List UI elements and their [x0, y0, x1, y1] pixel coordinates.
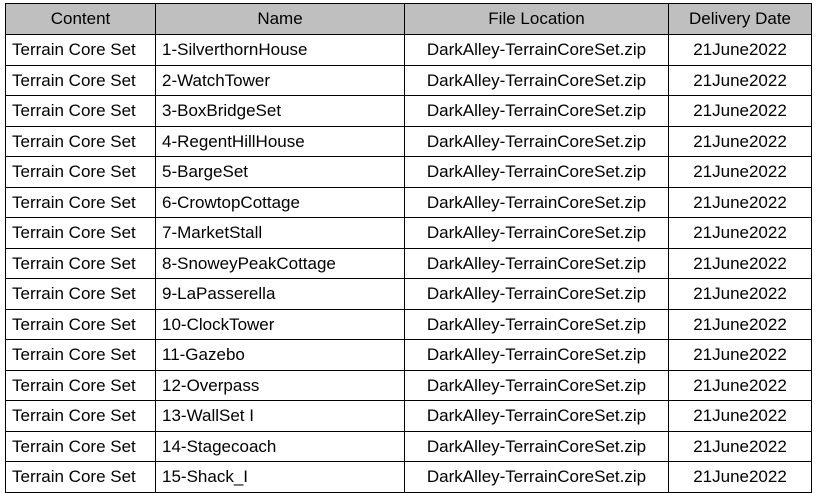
cell-date: 21June2022	[668, 369, 812, 401]
cell-content: Terrain Core Set	[5, 186, 156, 218]
cell-date: 21June2022	[668, 95, 812, 127]
cell-content: Terrain Core Set	[5, 461, 156, 493]
cell-content: Terrain Core Set	[5, 64, 156, 96]
cell-date: 21June2022	[668, 186, 812, 218]
cell-date: 21June2022	[668, 247, 812, 279]
delivery-table-container: Content Name File Location Delivery Date…	[5, 3, 812, 493]
cell-location: DarkAlley-TerrainCoreSet.zip	[404, 125, 669, 157]
cell-date: 21June2022	[668, 125, 812, 157]
cell-date: 21June2022	[668, 400, 812, 432]
cell-location: DarkAlley-TerrainCoreSet.zip	[404, 308, 669, 340]
cell-location: DarkAlley-TerrainCoreSet.zip	[404, 217, 669, 249]
column-header-date[interactable]: Delivery Date	[668, 3, 812, 35]
cell-date: 21June2022	[668, 461, 812, 493]
cell-date: 21June2022	[668, 430, 812, 462]
cell-location: DarkAlley-TerrainCoreSet.zip	[404, 186, 669, 218]
cell-name: 11-Gazebo	[155, 339, 405, 371]
cell-location: DarkAlley-TerrainCoreSet.zip	[404, 64, 669, 96]
cell-date: 21June2022	[668, 156, 812, 188]
cell-date: 21June2022	[668, 217, 812, 249]
cell-content: Terrain Core Set	[5, 125, 156, 157]
cell-location: DarkAlley-TerrainCoreSet.zip	[404, 369, 669, 401]
cell-name: 2-WatchTower	[155, 64, 405, 96]
cell-content: Terrain Core Set	[5, 95, 156, 127]
cell-name: 12-Overpass	[155, 369, 405, 401]
cell-location: DarkAlley-TerrainCoreSet.zip	[404, 156, 669, 188]
cell-location: DarkAlley-TerrainCoreSet.zip	[404, 430, 669, 462]
cell-name: 15-Shack_I	[155, 461, 405, 493]
cell-name: 13-WallSet I	[155, 400, 405, 432]
cell-date: 21June2022	[668, 308, 812, 340]
cell-content: Terrain Core Set	[5, 369, 156, 401]
cell-content: Terrain Core Set	[5, 217, 156, 249]
cell-name: 10-ClockTower	[155, 308, 405, 340]
cell-content: Terrain Core Set	[5, 156, 156, 188]
cell-name: 1-SilverthornHouse	[155, 34, 405, 66]
column-header-content[interactable]: Content	[5, 3, 156, 35]
cell-content: Terrain Core Set	[5, 339, 156, 371]
cell-content: Terrain Core Set	[5, 400, 156, 432]
column-header-name[interactable]: Name	[155, 3, 405, 35]
cell-date: 21June2022	[668, 278, 812, 310]
cell-location: DarkAlley-TerrainCoreSet.zip	[404, 34, 669, 66]
cell-date: 21June2022	[668, 34, 812, 66]
cell-content: Terrain Core Set	[5, 430, 156, 462]
cell-content: Terrain Core Set	[5, 278, 156, 310]
cell-name: 5-BargeSet	[155, 156, 405, 188]
column-header-location[interactable]: File Location	[404, 3, 669, 35]
cell-location: DarkAlley-TerrainCoreSet.zip	[404, 95, 669, 127]
cell-name: 9-LaPasserella	[155, 278, 405, 310]
delivery-table: Content Name File Location Delivery Date…	[5, 3, 812, 493]
cell-location: DarkAlley-TerrainCoreSet.zip	[404, 400, 669, 432]
cell-content: Terrain Core Set	[5, 34, 156, 66]
cell-location: DarkAlley-TerrainCoreSet.zip	[404, 278, 669, 310]
cell-name: 4-RegentHillHouse	[155, 125, 405, 157]
cell-name: 8-SnoweyPeakCottage	[155, 247, 405, 279]
cell-content: Terrain Core Set	[5, 247, 156, 279]
cell-name: 7-MarketStall	[155, 217, 405, 249]
cell-location: DarkAlley-TerrainCoreSet.zip	[404, 339, 669, 371]
table-header: Content Name File Location Delivery Date	[5, 3, 812, 35]
cell-name: 6-CrowtopCottage	[155, 186, 405, 218]
page-root: Content Name File Location Delivery Date…	[5, 3, 812, 493]
cell-content: Terrain Core Set	[5, 308, 156, 340]
cell-name: 14-Stagecoach	[155, 430, 405, 462]
table-header-row: Content Name File Location Delivery Date	[5, 3, 812, 35]
cell-name: 3-BoxBridgeSet	[155, 95, 405, 127]
cell-date: 21June2022	[668, 64, 812, 96]
cell-date: 21June2022	[668, 339, 812, 371]
cell-location: DarkAlley-TerrainCoreSet.zip	[404, 461, 669, 493]
cell-location: DarkAlley-TerrainCoreSet.zip	[404, 247, 669, 279]
